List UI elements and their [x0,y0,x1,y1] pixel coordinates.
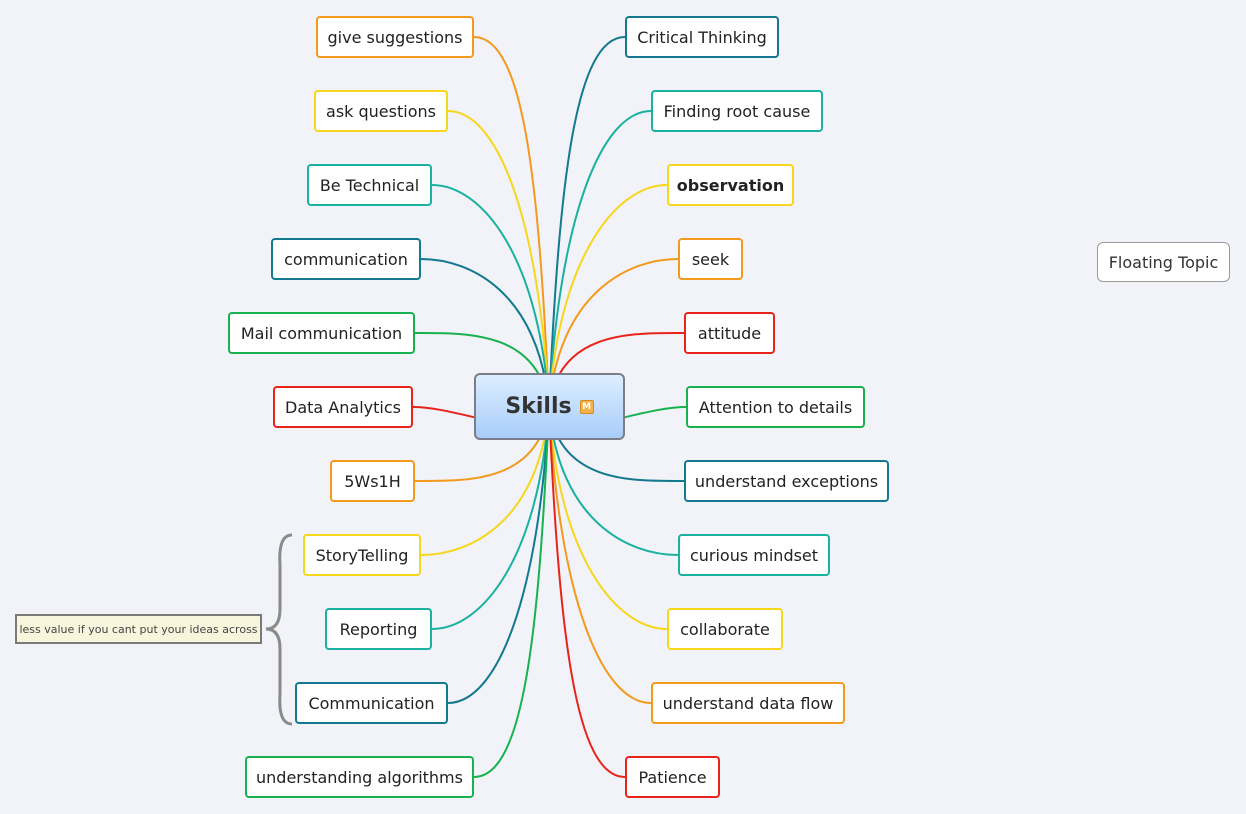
connector-right-8 [548,406,668,630]
connector-left-7 [420,406,550,556]
topic-label: Critical Thinking [637,27,767,47]
summary-callout[interactable]: less value if you cant put your ideas ac… [15,614,262,644]
topic-label: communication [284,249,408,269]
connector-right-7 [548,406,679,556]
topic-left-3[interactable]: communication [271,238,421,280]
topic-left-7[interactable]: StoryTelling [303,534,421,576]
topic-left-1[interactable]: ask questions [314,90,448,132]
topic-label: 5Ws1H [344,471,401,491]
topic-label: Be Technical [319,175,420,195]
topic-right-9[interactable]: understand data flow [651,682,845,724]
connector-right-1 [548,110,652,408]
summary-callout-label: less value if you cant put your ideas ac… [19,622,258,636]
topic-left-2[interactable]: Be Technical [307,164,432,206]
topic-left-4[interactable]: Mail communication [228,312,415,354]
connector-left-0 [473,36,550,408]
topic-right-6[interactable]: understand exceptions [684,460,889,502]
topic-right-5[interactable]: Attention to details [686,386,865,428]
marker-icon: M [579,399,594,414]
topic-label: seek [691,249,730,269]
connector-left-3 [420,258,550,408]
topic-label: understanding algorithms [256,767,463,787]
topic-label: understand exceptions [694,471,879,491]
connector-left-10 [473,406,550,778]
topic-label: Reporting [339,619,418,639]
topic-label: Data Analytics [285,397,401,417]
topic-left-5[interactable]: Data Analytics [273,386,413,428]
topic-label: collaborate [680,619,770,639]
topic-label: observation [676,175,785,195]
topic-label: Attention to details [698,397,853,417]
topic-right-3[interactable]: seek [678,238,743,280]
topic-left-9[interactable]: Communication [295,682,448,724]
topic-left-6[interactable]: 5Ws1H [330,460,415,502]
topic-label: Patience [638,767,707,787]
topic-right-7[interactable]: curious mindset [678,534,830,576]
topic-label: ask questions [326,101,436,121]
topic-right-4[interactable]: attitude [684,312,775,354]
connector-right-2 [548,184,668,408]
topic-right-0[interactable]: Critical Thinking [625,16,779,58]
connector-right-9 [548,406,652,704]
central-topic[interactable]: Skills M [474,373,625,440]
connector-right-3 [548,258,679,408]
topic-left-8[interactable]: Reporting [325,608,432,650]
connector-left-9 [447,406,550,704]
topic-left-10[interactable]: understanding algorithms [245,756,474,798]
connector-right-0 [548,36,626,408]
connector-right-10 [548,406,626,778]
floating-topic-label: Floating Topic [1108,252,1219,272]
connector-left-2 [431,184,550,408]
topic-right-10[interactable]: Patience [625,756,720,798]
topic-right-2[interactable]: observation [667,164,794,206]
central-topic-label: Skills [505,394,572,419]
topic-label: understand data flow [662,693,834,713]
topic-label: StoryTelling [315,545,409,565]
topic-right-8[interactable]: collaborate [667,608,783,650]
topic-label: attitude [697,323,762,343]
topic-label: give suggestions [327,27,463,47]
topic-label: Mail communication [240,323,403,343]
summary-brace [265,533,293,726]
connector-left-8 [431,406,550,630]
topic-label: Finding root cause [663,101,811,121]
topic-label: curious mindset [689,545,819,565]
connector-left-1 [447,110,550,408]
topic-label: Communication [308,693,435,713]
floating-topic[interactable]: Floating Topic [1097,242,1230,282]
topic-left-0[interactable]: give suggestions [316,16,474,58]
topic-right-1[interactable]: Finding root cause [651,90,823,132]
